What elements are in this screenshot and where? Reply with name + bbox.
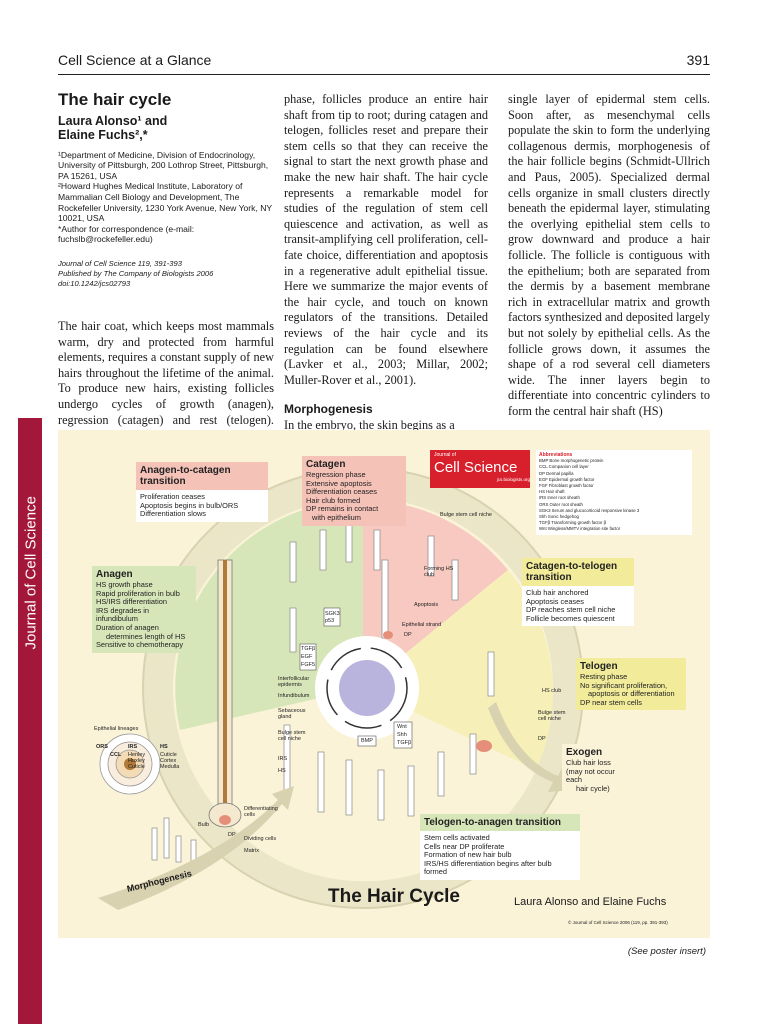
exogen-box: Exogen Club hair loss (may not occur eac… [562, 744, 636, 796]
running-title: Cell Science at a Glance [58, 52, 211, 68]
citation: Journal of Cell Science 119, 391-393 Pub… [58, 259, 274, 289]
body-paragraph: single layer of epidermal stem cells. So… [508, 92, 710, 419]
page-number: 391 [687, 52, 710, 68]
journal-sidebar: Journal of Cell Science [18, 418, 42, 1024]
hair-cycle-poster: Journal of Cell Science jcs.biologists.o… [58, 430, 710, 938]
poster-authors: Laura Alonso and Elaine Fuchs [514, 896, 666, 908]
text-column-1: The hair cycle Laura Alonso¹ and Elaine … [58, 92, 274, 444]
section-heading: Morphogenesis [284, 402, 488, 418]
text-column-2: phase, follicles produce an entire hair … [284, 92, 488, 433]
poster-copyright: © Journal of Cell Science 2006 (119, pp.… [568, 920, 668, 925]
anagen-catagen-box: Anagen-to-catagen transition Proliferati… [136, 462, 268, 522]
abbreviations-box: Abbreviations BMP Bone morphogenetic pro… [536, 450, 692, 535]
body-paragraph: The hair coat, which keeps most mammals … [58, 319, 274, 444]
poster-title: The Hair Cycle [328, 886, 460, 908]
poster-insert-note: (See poster insert) [628, 946, 706, 957]
telogen-anagen-box: Telogen-to-anagen transition Stem cells … [420, 814, 580, 880]
anagen-box: Anagen HS growth phase Rapid proliferati… [92, 566, 196, 653]
body-paragraph: phase, follicles produce an entire hair … [284, 92, 488, 388]
authors: Laura Alonso¹ and Elaine Fuchs²,* [58, 114, 274, 142]
running-header: Cell Science at a Glance 391 [58, 50, 710, 75]
article-title: The hair cycle [58, 92, 274, 108]
jcs-logo: Journal of Cell Science jcs.biologists.o… [434, 451, 530, 484]
text-column-3: single layer of epidermal stem cells. So… [508, 92, 710, 419]
center-sphere [339, 660, 395, 716]
hair-shaft [223, 560, 227, 810]
affiliations: ¹Department of Medicine, Division of End… [58, 150, 274, 245]
journal-name-vertical: Journal of Cell Science [23, 460, 40, 650]
telogen-box: Telogen Resting phase No significant pro… [576, 658, 686, 710]
dermal-papilla [219, 815, 231, 825]
catagen-box: Catagen Regression phase Extensive apopt… [302, 456, 406, 526]
catagen-telogen-box: Catagen-to-telogen transition Club hair … [522, 558, 634, 626]
epithelial-lineages-box: Epithelial lineages [94, 726, 210, 732]
